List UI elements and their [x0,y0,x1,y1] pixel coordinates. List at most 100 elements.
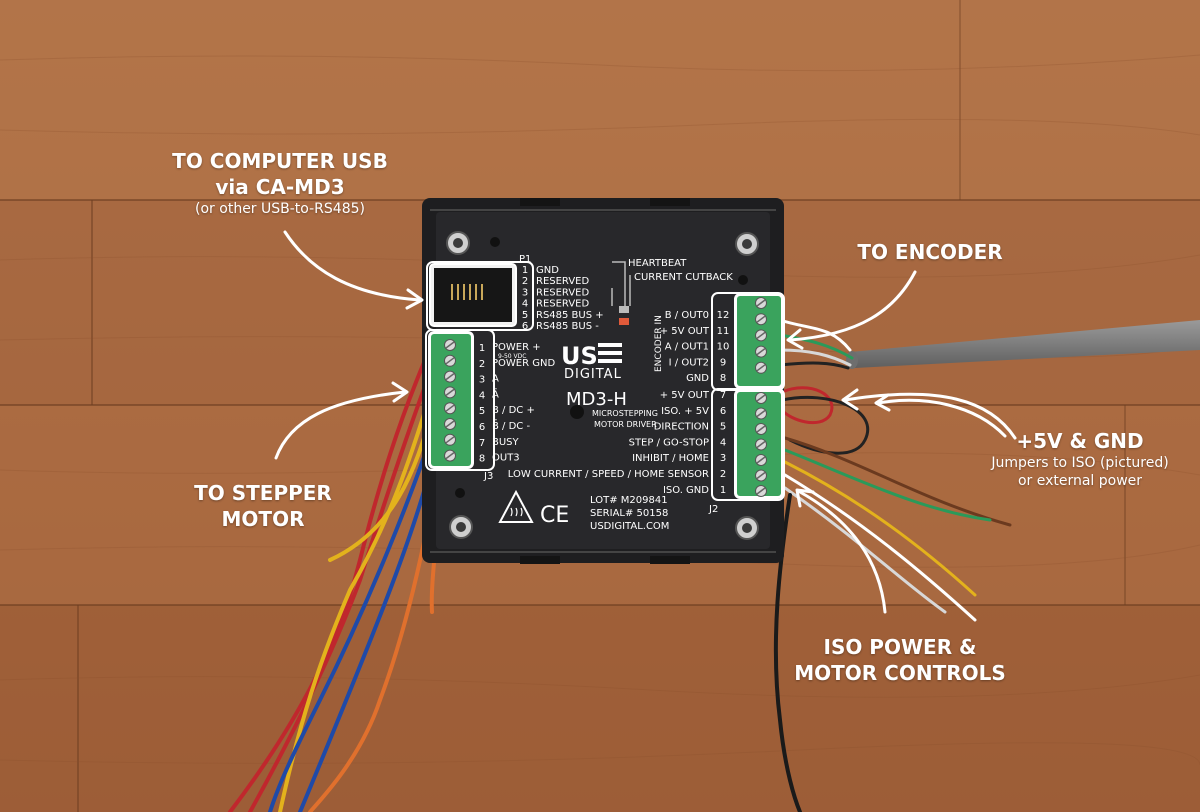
j3-pin-sublabel: 9-50 VDC [498,353,526,360]
control-pin-number: 1 [720,485,726,496]
control-pin-number: 5 [720,422,726,433]
j3-pin-number: 1 [479,343,485,354]
j3-pin-number: 6 [479,422,485,433]
callout-usb-line1: TO COMPUTER USB [172,149,388,173]
control-pin-label: ISO. GND [663,485,709,496]
p1-pin-number: 3 [522,287,528,298]
control-pin-number: 4 [720,437,726,448]
status-leds [611,261,631,325]
j3-pin-label: Ā [492,387,499,400]
encoder-pin-label: A / OUT1 [665,342,709,353]
j3-pin-label: A [492,374,499,385]
callout-usb-line3: (or other USB-to-RS485) [195,201,365,217]
p1-pin-label: RESERVED [536,299,589,310]
encoder-wires [778,318,854,370]
terminal-screw-slot [756,299,766,307]
p1-pin-label: RS485 BUS + [536,310,604,321]
ce-mark: CE [540,503,569,528]
terminal-screw-slot [756,425,766,433]
callout-power-line2: Jumpers to ISO (pictured) [991,455,1169,471]
p1-pin-label: GND [536,265,559,276]
callout-iso-line1: ISO POWER & [823,635,977,659]
control-pin-label: INHIBIT / HOME [632,453,709,464]
serial-label: SERIAL# 50158 [590,508,668,519]
j3-pin-label: POWER + [492,342,541,353]
p1-pin-label: RESERVED [536,276,589,287]
callout-encoder: TO ENCODER [845,239,1015,265]
p1-pin-number: 6 [522,321,528,332]
j3-pin-number: 4 [479,390,485,401]
j3-pin-label: B̄ / DC - [492,419,530,432]
website-label: USDIGITAL.COM [590,521,669,532]
j3-pin-number: 8 [479,454,485,465]
encoder-pin-label: + 5V OUT [660,326,710,337]
control-pin-label: DIRECTION [654,422,709,433]
us-digital-logo-mark [598,343,622,363]
encoder-pin-number: 11 [717,326,730,337]
callout-encoder-line1: TO ENCODER [857,240,1003,264]
encoder-screws [755,297,767,374]
encoder-pin-number: 9 [720,357,726,368]
j3-pin-label: POWER GND [492,358,555,369]
control-pin-label: ISO. + 5V [661,406,709,417]
model-sub2: MOTOR DRIVER [594,420,657,429]
highlight-boxes [425,261,785,501]
callout-power-line3: or external power [1017,473,1143,489]
j3-pin-number: 2 [479,359,485,370]
encoder-pin-label: I / OUT2 [669,357,709,368]
callout-usb: TO COMPUTER USB via CA-MD3 (or other USB… [160,148,400,218]
p1-label: P1 [519,254,531,265]
j3-pin-number: 5 [479,406,485,417]
j3-pin-label: BUSY [492,437,520,448]
control-pin-number: 6 [720,406,726,417]
callout-stepper-line1: TO STEPPER [194,481,332,505]
j3-pin-number: 3 [479,375,485,386]
callout-stepper-line2: MOTOR [221,507,305,531]
j3-pin-number: 7 [479,438,485,449]
control-pin-label: + 5V OUT [660,390,710,401]
p1-pin-number: 2 [522,276,528,287]
encoder-in-label: ENCODER IN [654,315,664,372]
heartbeat-label: HEARTBEAT [628,258,687,269]
p1-pin-number: 1 [522,265,528,276]
current-cutback-label: CURRENT CUTBACK [634,272,733,283]
encoder-pin-number: 10 [717,342,730,353]
terminal-screw-slot [445,436,455,444]
terminal-screw-slot [445,388,455,396]
terminal-screw-slot [756,315,766,323]
p1-pin-label: RESERVED [536,287,589,298]
p1-pin-number: 4 [522,299,528,310]
j3-label: J3 [483,471,493,482]
terminal-screw-slot [445,420,455,428]
control-pin-number: 2 [720,469,726,480]
control-screws [755,392,767,497]
p1-pin-label: RS485 BUS - [536,321,599,332]
terminal-screw-slot [445,404,455,412]
terminal-screw-slot [756,440,766,449]
callout-power: +5V & GND Jumpers to ISO (pictured) or e… [975,428,1185,490]
rj-connector-p1 [429,263,517,327]
terminal-screw-slot [756,331,766,339]
terminal-screw-slot [756,394,766,402]
model-label: MD3-H [566,389,627,410]
callout-usb-line2: via CA-MD3 [215,175,345,199]
j3-pin-label: B / DC + [492,405,535,416]
terminal-screw-slot [445,357,455,365]
terminal-screw-slot [756,409,766,418]
terminal-screw-slot [445,452,455,460]
terminal-screw-slot [756,456,766,464]
control-pin-label: LOW CURRENT / SPEED / HOME SENSOR [508,469,709,480]
encoder-pin-number: 12 [717,310,730,321]
terminal-screw-slot [445,373,455,381]
callout-stepper: TO STEPPER MOTOR [178,480,348,532]
encoder-pin-label: GND [686,373,709,384]
callout-iso-line2: MOTOR CONTROLS [794,661,1006,685]
callout-iso: ISO POWER & MOTOR CONTROLS [780,634,1020,686]
callout-arrows [274,230,1017,614]
brand-digital: DIGITAL [564,367,622,382]
terminal-screw-slot [445,341,455,349]
j2-label: J2 [708,504,718,515]
callout-power-line1: +5V & GND [1016,429,1144,453]
